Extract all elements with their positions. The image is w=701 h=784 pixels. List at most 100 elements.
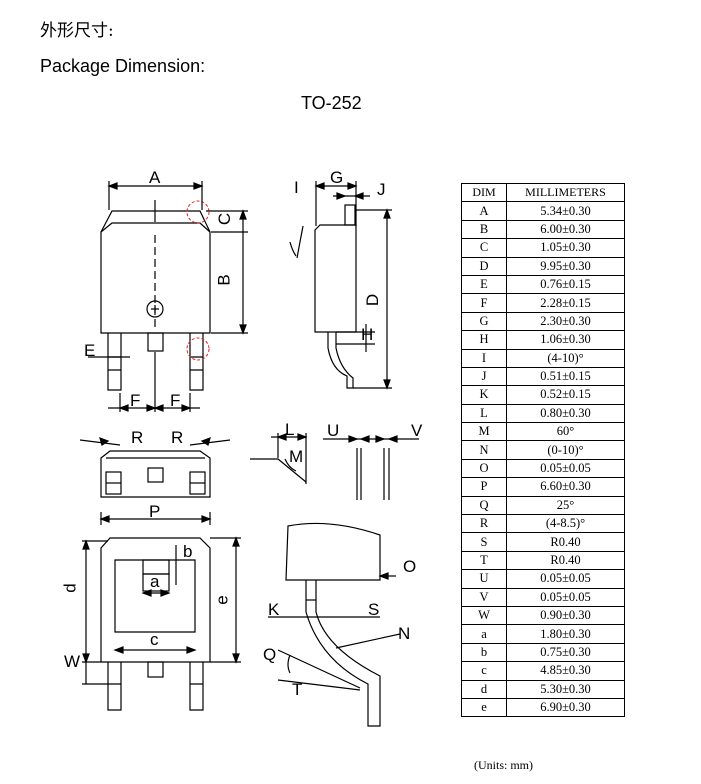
label-e: e	[212, 595, 232, 605]
label-E: E	[84, 341, 96, 360]
units-note: (Units: mm)	[474, 758, 533, 772]
top-view	[88, 181, 248, 412]
label-V: V	[411, 421, 423, 440]
value-cell: 6.90±0.30	[506, 697, 625, 718]
front-view	[79, 437, 231, 525]
dim-cell: V	[461, 587, 507, 607]
dim-cell: D	[461, 256, 507, 276]
label-K: K	[268, 600, 280, 619]
dim-cell: P	[461, 477, 507, 497]
dim-cell: e	[461, 697, 507, 718]
table-header-row: DIM MILLIMETERS	[461, 182, 625, 203]
dim-cell: A	[461, 201, 507, 221]
value-cell: 0.05±0.05	[506, 587, 625, 607]
label-M: M	[289, 447, 304, 466]
label-P: P	[149, 502, 161, 521]
lead-detail	[268, 522, 401, 727]
bottom-view	[82, 536, 241, 711]
dim-cell: J	[461, 366, 507, 387]
value-cell: 2.30±0.30	[506, 311, 625, 332]
value-cell: 0.05±0.05	[506, 569, 625, 589]
dim-cell: b	[461, 642, 507, 663]
detail-uv	[323, 435, 419, 500]
value-cell: 60°	[506, 422, 625, 442]
label-R2: R	[171, 428, 184, 447]
detail-lm	[250, 433, 308, 484]
dim-cell: C	[461, 238, 507, 258]
value-cell: 6.00±0.30	[506, 219, 625, 240]
dim-cell: H	[461, 330, 507, 350]
table-row: R(4-8.5)°	[461, 514, 625, 534]
label-c: c	[150, 630, 159, 649]
dim-cell: G	[461, 311, 507, 332]
value-cell: 0.90±0.30	[506, 605, 625, 626]
label-W: W	[64, 652, 81, 671]
value-cell: 9.95±0.30	[506, 256, 625, 276]
value-cell: 0.52±0.15	[506, 385, 625, 405]
label-S: S	[368, 600, 380, 619]
label-L: L	[285, 420, 295, 439]
value-cell: 25°	[506, 495, 625, 516]
label-d: d	[60, 583, 80, 593]
label-a: a	[150, 572, 160, 591]
label-D: D	[363, 293, 383, 307]
value-cell: 5.34±0.30	[506, 201, 625, 221]
value-cell: 1.06±0.30	[506, 330, 625, 350]
dim-cell: c	[461, 661, 507, 681]
dim-cell: d	[461, 679, 507, 699]
heading-package-dimension: Package Dimension:	[40, 56, 206, 76]
label-G: G	[330, 168, 344, 187]
value-cell: 2.28±0.15	[506, 293, 625, 313]
dim-cell: N	[461, 440, 507, 460]
value-cell: 6.60±0.30	[506, 477, 625, 497]
label-T: T	[292, 680, 303, 699]
dim-cell: Q	[461, 495, 507, 516]
value-cell: 1.05±0.30	[506, 238, 625, 258]
label-I: I	[294, 178, 299, 197]
label-R1: R	[131, 428, 144, 447]
label-C: C	[215, 212, 235, 226]
dim-cell: I	[461, 348, 507, 368]
header-millimeters: MILLIMETERS	[506, 182, 625, 203]
dim-cell: a	[461, 624, 507, 644]
dim-cell: S	[461, 532, 507, 552]
label-O: O	[403, 557, 417, 576]
table-row: I(4-10)°	[461, 348, 625, 368]
label-F2: F	[170, 391, 181, 410]
value-cell: 5.30±0.30	[506, 679, 625, 699]
dim-cell: F	[461, 293, 507, 313]
package-name: TO-252	[301, 93, 362, 113]
dim-cell: R	[461, 514, 507, 534]
header-dim: DIM	[461, 182, 507, 203]
label-H: H	[361, 325, 374, 344]
label-Q: Q	[263, 645, 277, 664]
value-cell: (4-10)°	[506, 348, 625, 368]
dim-cell: W	[461, 605, 507, 626]
value-cell: (4-8.5)°	[506, 514, 625, 534]
value-cell: 4.85±0.30	[506, 661, 625, 681]
dim-cell: M	[461, 422, 507, 442]
dim-cell: B	[461, 219, 507, 240]
value-cell: R0.40	[506, 532, 625, 552]
dim-cell: L	[461, 403, 507, 424]
label-J: J	[377, 180, 386, 199]
dim-cell: T	[461, 550, 507, 571]
value-cell: 1.80±0.30	[506, 624, 625, 644]
value-cell: 0.51±0.15	[506, 366, 625, 387]
